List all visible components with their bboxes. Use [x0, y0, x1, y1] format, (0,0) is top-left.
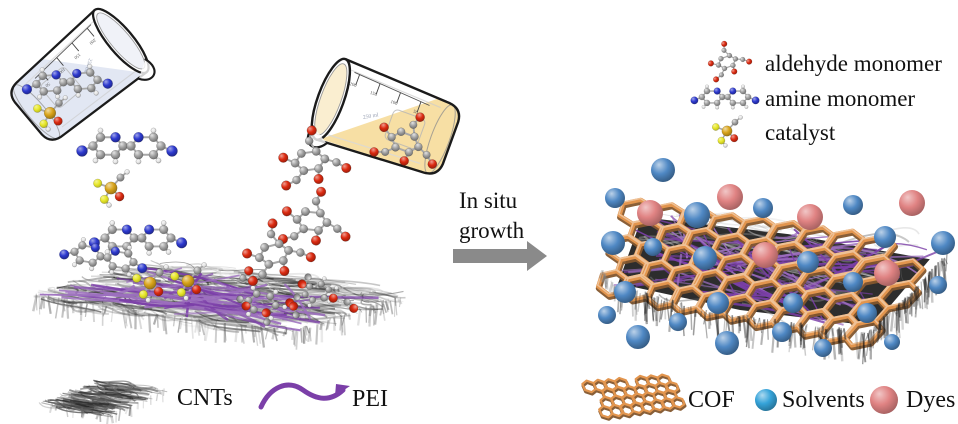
legend-amine-label: amine monomer — [765, 86, 916, 111]
solvent-sphere-icon — [755, 389, 777, 411]
legend-dyes-label: Dyes — [906, 387, 956, 413]
svg-text:200: 200 — [88, 38, 97, 47]
amine-molecule-icon — [690, 84, 760, 110]
svg-text:100: 100 — [57, 67, 66, 76]
dye-sphere-icon — [870, 386, 898, 414]
svg-text:200: 200 — [349, 82, 358, 89]
cof-icon — [581, 373, 687, 421]
legend-cof-label: COF — [688, 387, 735, 413]
process-label: In situ growth — [459, 186, 524, 246]
cnts-icon — [38, 379, 168, 424]
catalyst-molecule-icon — [711, 115, 743, 148]
legend-solvents-label: Solvents — [782, 387, 865, 413]
growth-arrow — [453, 241, 547, 271]
pei-icon — [258, 382, 350, 410]
legend-icons — [38, 40, 898, 424]
svg-text:100: 100 — [389, 100, 398, 107]
falling-molecules — [59, 125, 352, 286]
process-label-line1: In situ — [459, 188, 518, 213]
svg-text:250 ml: 250 ml — [363, 112, 380, 121]
cof-composite — [595, 197, 949, 365]
legend-cnts-label: CNTs — [177, 385, 233, 411]
svg-text:150: 150 — [369, 91, 378, 98]
aldehyde-molecule-icon — [707, 40, 753, 83]
svg-text:150: 150 — [73, 52, 82, 61]
solvent-dye-spheres — [598, 158, 955, 357]
svg-text:50: 50 — [412, 110, 419, 117]
process-label-line2: growth — [459, 218, 525, 243]
svg-text:50: 50 — [44, 81, 51, 88]
aldehyde-beaker: 200 150 100 50 250 ml — [306, 57, 461, 175]
cnt-pei-substrate — [32, 260, 406, 350]
legend-catalyst-label: catalyst — [765, 120, 836, 145]
legend-pei-label: PEI — [352, 386, 388, 412]
legend-aldehyde-label: aldehyde monomer — [765, 51, 942, 76]
